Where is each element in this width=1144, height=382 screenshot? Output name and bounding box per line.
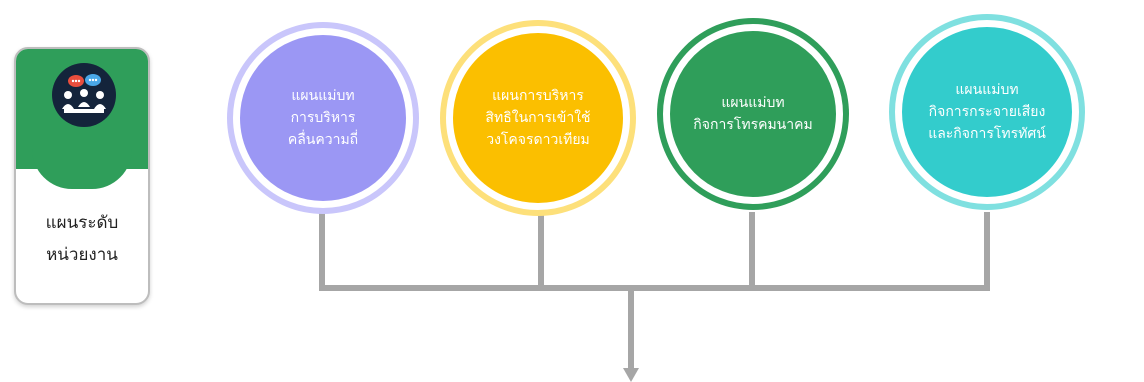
node-label: แผนการบริหาร สิทธิในการเข้าใช้ วงโคจรดาว… xyxy=(475,85,600,151)
node-label: แผนแม่บท การบริหาร คลื่นความถี่ xyxy=(278,85,368,151)
node-label-line: สิทธิในการเข้าใช้ xyxy=(485,110,591,126)
node-satellite-orbit-plan: แผนการบริหาร สิทธิในการเข้าใช้ วงโคจรดาว… xyxy=(446,26,630,210)
unit-level-plan-card: แผนระดับ หน่วยงาน xyxy=(14,47,150,305)
card-label: แผนระดับ หน่วยงาน xyxy=(16,207,148,271)
card-label-line-1: แผนระดับ xyxy=(45,213,119,233)
node-label-line: แผนแม่บท xyxy=(291,88,355,104)
meeting-people-icon xyxy=(52,63,116,127)
down-arrow-icon xyxy=(623,368,639,382)
node-label-line: แผนแม่บท xyxy=(955,82,1019,98)
node-label-line: แผนแม่บท xyxy=(721,95,785,111)
node-label: แผนแม่บท กิจการโทรคมนาคม xyxy=(683,92,822,136)
node-label-line: แผนการบริหาร xyxy=(492,88,584,104)
node-spectrum-master-plan: แผนแม่บท การบริหาร คลื่นความถี่ xyxy=(233,28,413,208)
node-telecom-master-plan: แผนแม่บท กิจการโทรคมนาคม xyxy=(663,24,843,204)
card-pocket xyxy=(16,149,148,189)
node-label-line: การบริหาร xyxy=(290,110,356,126)
node-label-line: และกิจการโทรทัศน์ xyxy=(928,126,1046,142)
node-label-line: วงโคจรดาวเทียม xyxy=(486,132,590,148)
node-label-line: กิจการโทรคมนาคม xyxy=(693,117,813,133)
node-label: แผนแม่บท กิจการกระจายเสียง และกิจการโทรท… xyxy=(918,79,1056,145)
node-label-line: กิจการกระจายเสียง xyxy=(928,104,1046,120)
node-label-line: คลื่นความถี่ xyxy=(287,132,359,148)
node-broadcasting-master-plan: แผนแม่บท กิจการกระจายเสียง และกิจการโทรท… xyxy=(895,20,1079,204)
card-label-line-2: หน่วยงาน xyxy=(46,245,118,265)
